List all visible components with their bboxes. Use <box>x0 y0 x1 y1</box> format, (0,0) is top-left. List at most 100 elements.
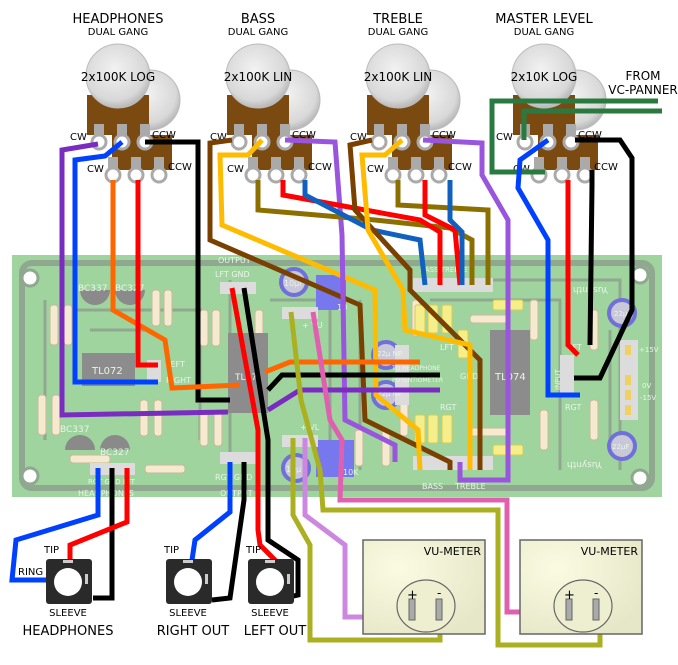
pot-lug <box>108 157 118 169</box>
jack-sleeve-label: SLEEVE <box>251 608 289 619</box>
pot-pin-ccw: CCW <box>292 130 316 141</box>
vc-panner-label: VC-PANNER <box>608 83 677 97</box>
wire-yellow-bass <box>217 138 423 471</box>
vu-meter: VU-METER+- <box>519 539 643 635</box>
label-tone-top: BASS TREBLE <box>420 266 467 274</box>
wire-black-master-2 <box>587 170 595 346</box>
jack-tip-label: TIP <box>163 545 179 556</box>
label-to-headphone: TO HEADPHONE <box>391 365 441 372</box>
cap-22uf-bottom <box>607 431 637 461</box>
jack-name: LEFT OUT <box>244 624 307 639</box>
pot-terminal <box>430 166 448 184</box>
jack-hole <box>256 568 284 596</box>
wires <box>9 98 662 648</box>
label-minus15v: -15V <box>640 394 656 402</box>
wire-violet-bass <box>284 137 398 462</box>
pot-lug <box>248 157 258 169</box>
jack-sleeve-label: SLEEVE <box>169 608 207 619</box>
wire-black-hp <box>145 139 230 403</box>
wire-black-hp-pot <box>266 372 440 392</box>
pot-lug <box>234 124 244 136</box>
wire-red-hp-tip <box>67 468 130 563</box>
pot-terminal <box>127 166 145 184</box>
vu-meter-terminals <box>553 579 613 633</box>
pot-value: 2x10K LOG <box>511 70 578 84</box>
wire-red-hp <box>135 180 158 368</box>
label-bc337-bottom: BC337 <box>60 425 89 435</box>
pot-pin-ccw-rear: CCW <box>448 162 472 173</box>
pot-pin-ccw: CCW <box>578 130 602 141</box>
pot-pin-ccw-rear: CCW <box>308 162 332 173</box>
pot-terminal <box>370 133 388 151</box>
label-tone-rgt: RGT <box>440 403 456 412</box>
pot-lug <box>117 124 127 136</box>
label-np-2: 22µ NP <box>377 390 402 398</box>
wire-blue-hp-ring <box>9 468 101 583</box>
wire-black-hp-sleeve <box>93 468 115 601</box>
pot-pin-cw-rear: CW <box>367 164 384 175</box>
pot-pin-ccw: CCW <box>152 130 176 141</box>
pot-subtitle: DUAL GANG <box>514 27 574 38</box>
pot-lug <box>534 157 544 169</box>
pot-subtitle: DUAL GANG <box>228 27 288 38</box>
wire-blue-master <box>515 137 580 398</box>
jack-name: HEADPHONES <box>23 624 114 639</box>
label-cap-22u: 22µ <box>614 310 628 318</box>
wire-steel-treble <box>447 180 465 285</box>
pot-pin-ccw: CCW <box>432 130 456 141</box>
vu-meter-label: VU-METER <box>581 545 639 558</box>
pot-lug <box>154 157 164 169</box>
pot-value: 2x100K LIN <box>224 70 293 84</box>
pot-lug <box>294 157 304 169</box>
pot-knob <box>365 43 431 109</box>
pot-lug <box>557 157 567 169</box>
mount-hole <box>20 268 40 288</box>
pot-pin-ccw-rear: CCW <box>594 162 618 173</box>
label-bc327-bottom: BC327 <box>100 448 129 458</box>
pot-value: 2x100K LIN <box>364 70 433 84</box>
pot-title: TREBLE <box>372 12 423 27</box>
pot-terminal <box>150 166 168 184</box>
wire-violet-treble <box>422 137 511 483</box>
wire-brown-treble <box>347 137 483 470</box>
transistors <box>65 290 145 450</box>
label-left: LEFT <box>166 360 185 369</box>
wire-lime-vu-top <box>288 311 603 648</box>
label-np-1: 22µ NP <box>377 350 402 358</box>
pot-knob <box>511 43 577 109</box>
pot-lug <box>420 124 430 136</box>
wire-black-master <box>574 137 635 381</box>
pot-terminal <box>104 166 122 184</box>
pot-title: HEADPHONES <box>73 12 164 27</box>
wire-olive-treble <box>395 180 491 285</box>
wire-orange-hp <box>110 180 241 391</box>
wire-pink-vu-top <box>310 311 567 615</box>
jack-hole <box>174 568 202 596</box>
wire-purple-hp <box>59 141 229 418</box>
pot-terminal <box>384 166 402 184</box>
pot-lug <box>388 157 398 169</box>
jack-sleeve-label: SLEEVE <box>49 608 87 619</box>
vu-terminal-plus <box>408 598 416 621</box>
label-tl07: TL07 <box>234 373 257 383</box>
pot-lug <box>434 157 444 169</box>
jack-hole <box>54 568 82 596</box>
pot-title: BASS <box>241 12 275 27</box>
wire-red-bass <box>280 180 443 285</box>
wire-green-panner-2 <box>521 108 662 140</box>
pot-terminal <box>230 133 248 151</box>
label-plus15v: +15V <box>639 346 659 354</box>
pot-knob <box>85 43 151 109</box>
mount-hole <box>630 468 650 488</box>
label-right: RIGHT <box>166 376 191 385</box>
wire-blue-right-out <box>189 462 233 561</box>
wire-orange-hp-pot <box>264 359 420 375</box>
wire-blue-hp <box>72 140 158 385</box>
pot-lug <box>140 124 150 136</box>
mount-hole <box>20 466 40 486</box>
pot-terminal <box>553 166 571 184</box>
pot-terminal <box>244 166 262 184</box>
